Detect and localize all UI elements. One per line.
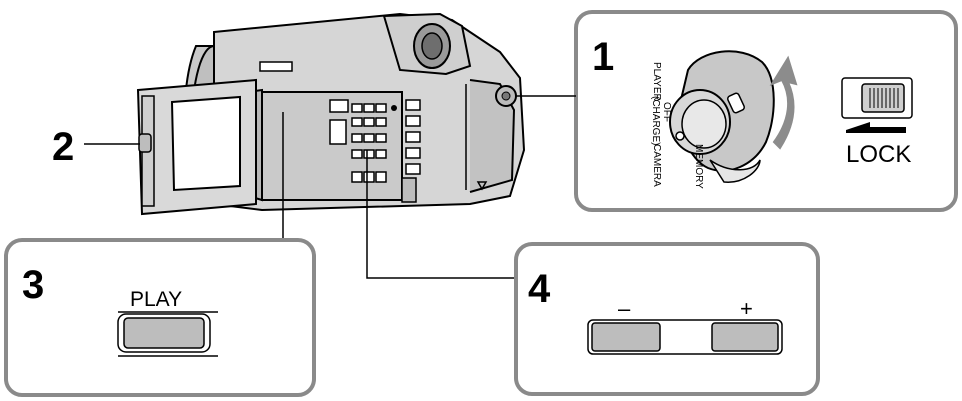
step-4-number: 4 [528,267,551,311]
step-2-callout: 2 [52,125,140,169]
slider-grip-lines [869,88,899,108]
rotate-arrow-icon [769,55,798,150]
rear-side-panel [469,79,516,193]
lock-direction-arrow-icon [846,122,906,133]
jog-wheel [401,177,417,203]
play-button[interactable] [123,317,205,349]
lcd-open-button [138,133,152,153]
plus-button[interactable] [711,322,779,352]
step-1-number: 1 [592,35,614,79]
dial-center [501,91,511,101]
indicator-dot [391,105,397,111]
dial-tab [726,92,746,114]
pos-charge: (CHARGE) [650,96,661,145]
step-3-panel: 3 PLAY [4,112,316,397]
step-2-number: 2 [52,125,74,169]
step-4-panel: 4 – + [366,150,820,396]
switch-position-labels: PLAYER OFF (CHARGE) CAMERA MEMORY [650,62,704,189]
triangle-mark-icon [476,181,488,191]
pos-memory: MEMORY [693,144,704,189]
model-badge [259,61,293,72]
minus-label: – [618,296,631,321]
step-4-leader-line [366,150,516,279]
eyepiece-glass [421,32,443,60]
step-1-panel: 1 PLAYER OFF (CHARGE) CAMERA MEMORY [516,10,958,212]
play-label: PLAY [130,288,182,311]
step-4-frame [514,242,820,396]
step-3-number: 3 [22,263,44,307]
dial-pointer [675,131,685,141]
control-buttons-grid [329,99,421,183]
lock-label: LOCK [846,141,911,168]
camcorder-illustration [136,12,526,216]
pos-player: PLAYER [651,62,662,101]
pos-camera: CAMERA [651,144,662,187]
plus-label: + [740,296,753,321]
pos-off: OFF [661,102,672,122]
lcd-screen [170,95,241,192]
minus-button[interactable] [591,322,661,352]
